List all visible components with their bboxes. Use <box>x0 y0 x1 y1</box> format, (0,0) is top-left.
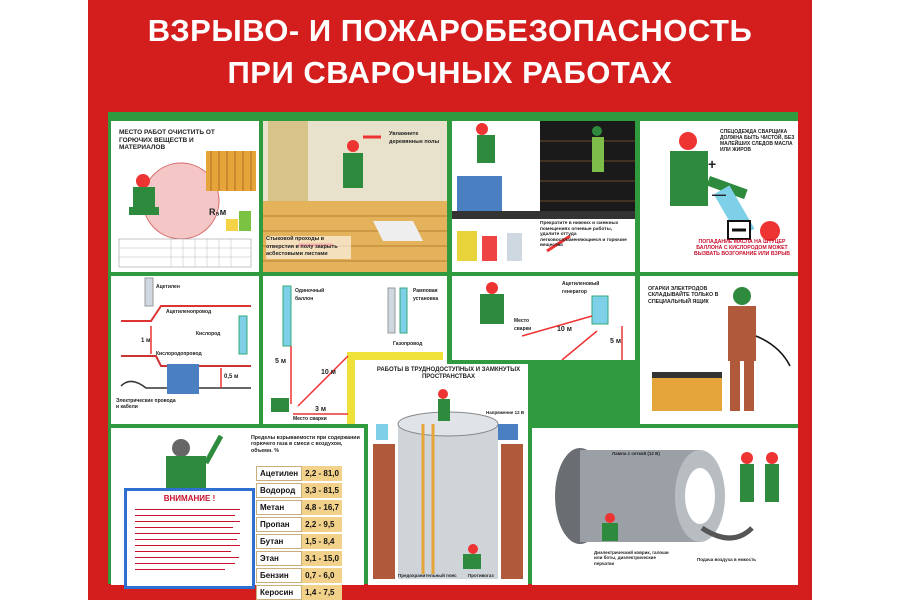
confined-spaces-illustration <box>373 389 523 579</box>
gas-range: 1,4 - 7,5 <box>302 585 342 600</box>
panel-wet-floor: Увлажните деревянные полы Стыковой прохо… <box>263 121 447 272</box>
gas-range: 1,5 - 8,4 <box>302 534 342 549</box>
generator-illustration <box>480 282 623 360</box>
panel-confined-spaces: РАБОТЫ В ТРУДНОДОСТУПНЫХ И ЗАМКНУТЫХ ПРО… <box>368 364 528 585</box>
acetylene-label: Ацетилен <box>156 284 180 290</box>
screen-caption: Стыковой проходы в отверстия в полу закр… <box>266 236 351 259</box>
panel-clean-clothes: + — СПЕЦОДЕЖДА СВАРЩИКА ДОЛЖНА БЫТЬ ЧИСТ… <box>640 121 798 272</box>
warning-text-line <box>135 551 231 553</box>
electrode-caption: ОГАРКИ ЭЛЕКТРОДОВ СКЛАДЫВАЙТЕ ТОЛЬКО В С… <box>648 286 719 305</box>
warning-title: ВНИМАНИЕ ! <box>163 494 216 503</box>
gas-name: Метан <box>256 500 303 515</box>
gas-name: Бензин <box>256 568 303 583</box>
warning-text-line <box>135 521 240 523</box>
warning-box: ВНИМАНИЕ ! <box>124 488 255 589</box>
gas-name: Керосин <box>256 585 303 600</box>
insulation-label: Диэлектрический коврик, галоши или боты,… <box>594 550 669 566</box>
panel-tank-work: Лампа с сеткой (12 В) Диэлектрический ко… <box>532 428 798 585</box>
wet-floor-caption: Увлажните деревянные полы <box>389 131 440 145</box>
welding-place-label: Место сварки <box>293 416 327 422</box>
dist-3m-label: 3 м <box>315 406 327 413</box>
panel-generator-distances: Ацетиленовый генератор Место сварки 10 м… <box>452 276 635 360</box>
inspector-illustration <box>166 434 224 488</box>
cylinder-distances-illustration <box>271 285 443 424</box>
warning-text-line <box>135 539 237 541</box>
gas-line-label: Газопровод <box>393 341 423 347</box>
title-line-1: ВЗРЫВО- И ПОЖАРОБЕЗОПАСНОСТЬ <box>147 13 753 48</box>
gas-range: 0,7 - 6,0 <box>302 568 342 583</box>
gas-range: 3,3 - 81,5 <box>302 483 342 498</box>
warning-text-line <box>135 527 233 529</box>
radius-label: R₅м <box>209 207 227 217</box>
dist-5m-label-2: 5 м <box>610 338 622 345</box>
dist-10m-label: 10 м <box>321 369 336 376</box>
panel-adjacent-rooms: Прекратите в нижних и смежных помещениях… <box>452 121 635 272</box>
welding-place-label-2: Место сварки <box>514 318 532 332</box>
acetylene-line-label: Ацетиленопровод <box>166 309 212 315</box>
rope-label: Противогаз <box>468 573 494 578</box>
ramp-label: Рамповая установка <box>413 288 439 302</box>
warning-text-line <box>135 515 235 517</box>
dist-1m-label: 1 м <box>141 338 151 344</box>
oxygen-line-label: Кислородопровод <box>156 351 202 357</box>
panel-pipelines: Ацетилен Ацетиленопровод Кислород Кислор… <box>111 276 259 424</box>
electrode-stubs-illustration <box>652 287 791 411</box>
gas-range: 4,8 - 16,7 <box>302 500 342 515</box>
clothes-caption: СПЕЦОДЕЖДА СВАРЩИКА ДОЛЖНА БЫТЬ ЧИСТОЙ, … <box>720 129 795 153</box>
warning-text-line <box>135 569 225 571</box>
plus-sign: + <box>708 156 717 172</box>
oxygen-label: Кислород <box>196 331 221 337</box>
gas-range: 2,2 - 9,5 <box>302 517 342 532</box>
lamp-voltage-label: Напряжение 12 В <box>486 410 525 415</box>
tank-lamp-label: Лампа с сеткой (12 В) <box>612 451 660 456</box>
minus-sign: — <box>712 186 726 202</box>
gas-name: Пропан <box>256 517 303 532</box>
tank-work-illustration <box>555 448 779 544</box>
warning-text-line <box>135 563 235 565</box>
wet-floor-illustration <box>263 121 447 272</box>
dist-5m-label: 5 м <box>275 358 287 365</box>
panel-clear-area: МЕСТО РАБОТ ОЧИСТИТЬ ОТ ГОРЮЧИХ ВЕЩЕСТВ … <box>111 121 259 272</box>
wires-label: Электрические провода и кабели <box>116 398 176 410</box>
gas-range: 3,1 - 15,0 <box>302 551 342 566</box>
oil-caption: ПОПАДАНИЕ МАСЛА НА ШТУЦЕР БАЛЛОНА С КИСЛ… <box>693 239 791 257</box>
warning-text-line <box>135 545 240 547</box>
gas-name: Ацетилен <box>256 466 303 481</box>
warning-text-line <box>135 533 240 535</box>
clear-area-caption: МЕСТО РАБОТ ОЧИСТИТЬ ОТ ГОРЮЧИХ ВЕЩЕСТВ … <box>119 129 215 151</box>
dist-05m-label: 0,5 м <box>224 374 239 380</box>
belt-label: Предохранительный пояс <box>398 573 457 578</box>
adjacent-rooms-illustration <box>452 121 635 261</box>
gas-name: Этан <box>256 551 303 566</box>
clean-clothes-illustration <box>670 132 780 241</box>
panel-electrode-stubs: ОГАРКИ ЭЛЕКТРОДОВ СКЛАДЫВАЙТЕ ТОЛЬКО В С… <box>640 276 798 424</box>
gas-range: 2,2 - 81,0 <box>302 466 342 481</box>
title-line-2: ПРИ СВАРОЧНЫХ РАБОТАХ <box>227 55 673 90</box>
dist-10m-label-a: 10 м <box>557 326 572 333</box>
pipelines-illustration <box>120 277 251 394</box>
gas-name: Водород <box>256 483 303 498</box>
gas-name: Бутан <box>256 534 303 549</box>
gas-limits-header: Пределы взрываемости при содержании горю… <box>251 435 360 454</box>
poster-title: ВЗРЫВО- И ПОЖАРОБЕЗОПАСНОСТЬ ПРИ СВАРОЧН… <box>88 10 812 94</box>
clear-area-illustration <box>118 151 256 268</box>
adjacent-rooms-caption: Прекратите в нижних и смежных помещениях… <box>540 221 627 249</box>
air-supply-label: Подача воздуха в емкость <box>697 557 757 562</box>
confined-spaces-title: РАБОТЫ В ТРУДНОДОСТУПНЫХ И ЗАМКНУТЫХ ПРО… <box>376 367 521 380</box>
warning-text-line <box>135 557 239 559</box>
generator-label: Ацетиленовый генератор <box>562 281 600 295</box>
single-cylinder-label: Одиночный баллон <box>295 288 325 302</box>
warning-text-line <box>135 509 240 511</box>
